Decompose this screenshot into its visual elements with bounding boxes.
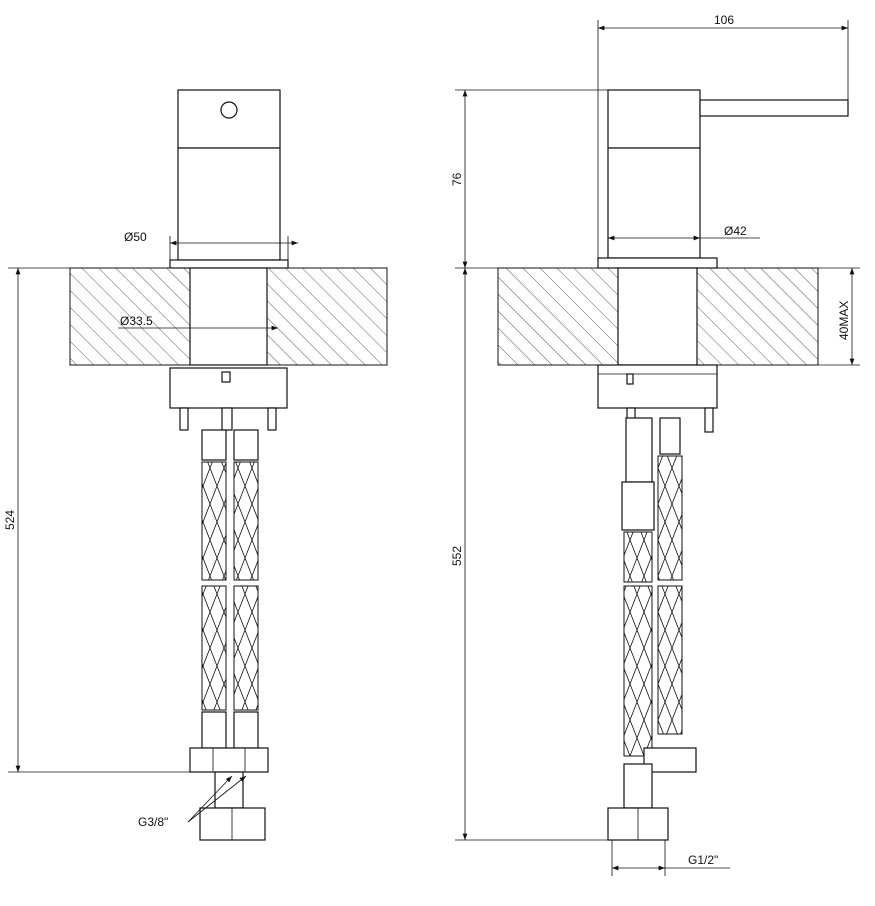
side-counter-left bbox=[497, 267, 619, 366]
dim-overall-width: 106 bbox=[714, 13, 734, 27]
front-fittings bbox=[189, 747, 269, 773]
front-counter-right bbox=[266, 267, 388, 366]
dim-body-height: 76 bbox=[450, 172, 464, 186]
front-view bbox=[69, 89, 388, 841]
front-shank bbox=[189, 267, 268, 366]
front-counter-left bbox=[69, 267, 191, 366]
side-lever-handle bbox=[699, 99, 849, 117]
dim-side-total-height: 552 bbox=[450, 546, 464, 566]
front-cap bbox=[177, 89, 281, 149]
dim-base-diameter: Ø50 bbox=[124, 230, 147, 244]
side-hose-rear bbox=[657, 455, 683, 581]
front-dimensions: Ø50 Ø33.5 524 G3/8" bbox=[3, 230, 298, 829]
dim-body-diameter: Ø42 bbox=[724, 224, 747, 238]
side-shank bbox=[617, 267, 698, 366]
side-body bbox=[607, 147, 701, 259]
side-cap bbox=[607, 89, 701, 149]
side-fitting bbox=[643, 747, 697, 773]
dim-counter-thickness: 40MAX bbox=[837, 301, 851, 340]
dim-hole-diameter: Ø33.5 bbox=[120, 314, 153, 328]
side-flange bbox=[597, 257, 718, 269]
dim-front-total-height: 524 bbox=[3, 510, 17, 530]
dim-side-thread: G1/2" bbox=[688, 853, 718, 867]
side-hose-front bbox=[623, 531, 653, 583]
front-hose-right bbox=[233, 461, 259, 581]
side-nut bbox=[597, 364, 718, 409]
front-flange bbox=[169, 259, 289, 269]
side-counter-right bbox=[696, 267, 819, 366]
side-view bbox=[497, 89, 849, 841]
front-hose-left bbox=[201, 461, 227, 581]
side-dimensions: 106 76 552 Ø42 40MAX G1/2" bbox=[450, 13, 860, 876]
front-lower-nut bbox=[199, 807, 266, 841]
dim-front-thread: G3/8" bbox=[138, 815, 168, 829]
front-cap-hole bbox=[220, 101, 238, 119]
